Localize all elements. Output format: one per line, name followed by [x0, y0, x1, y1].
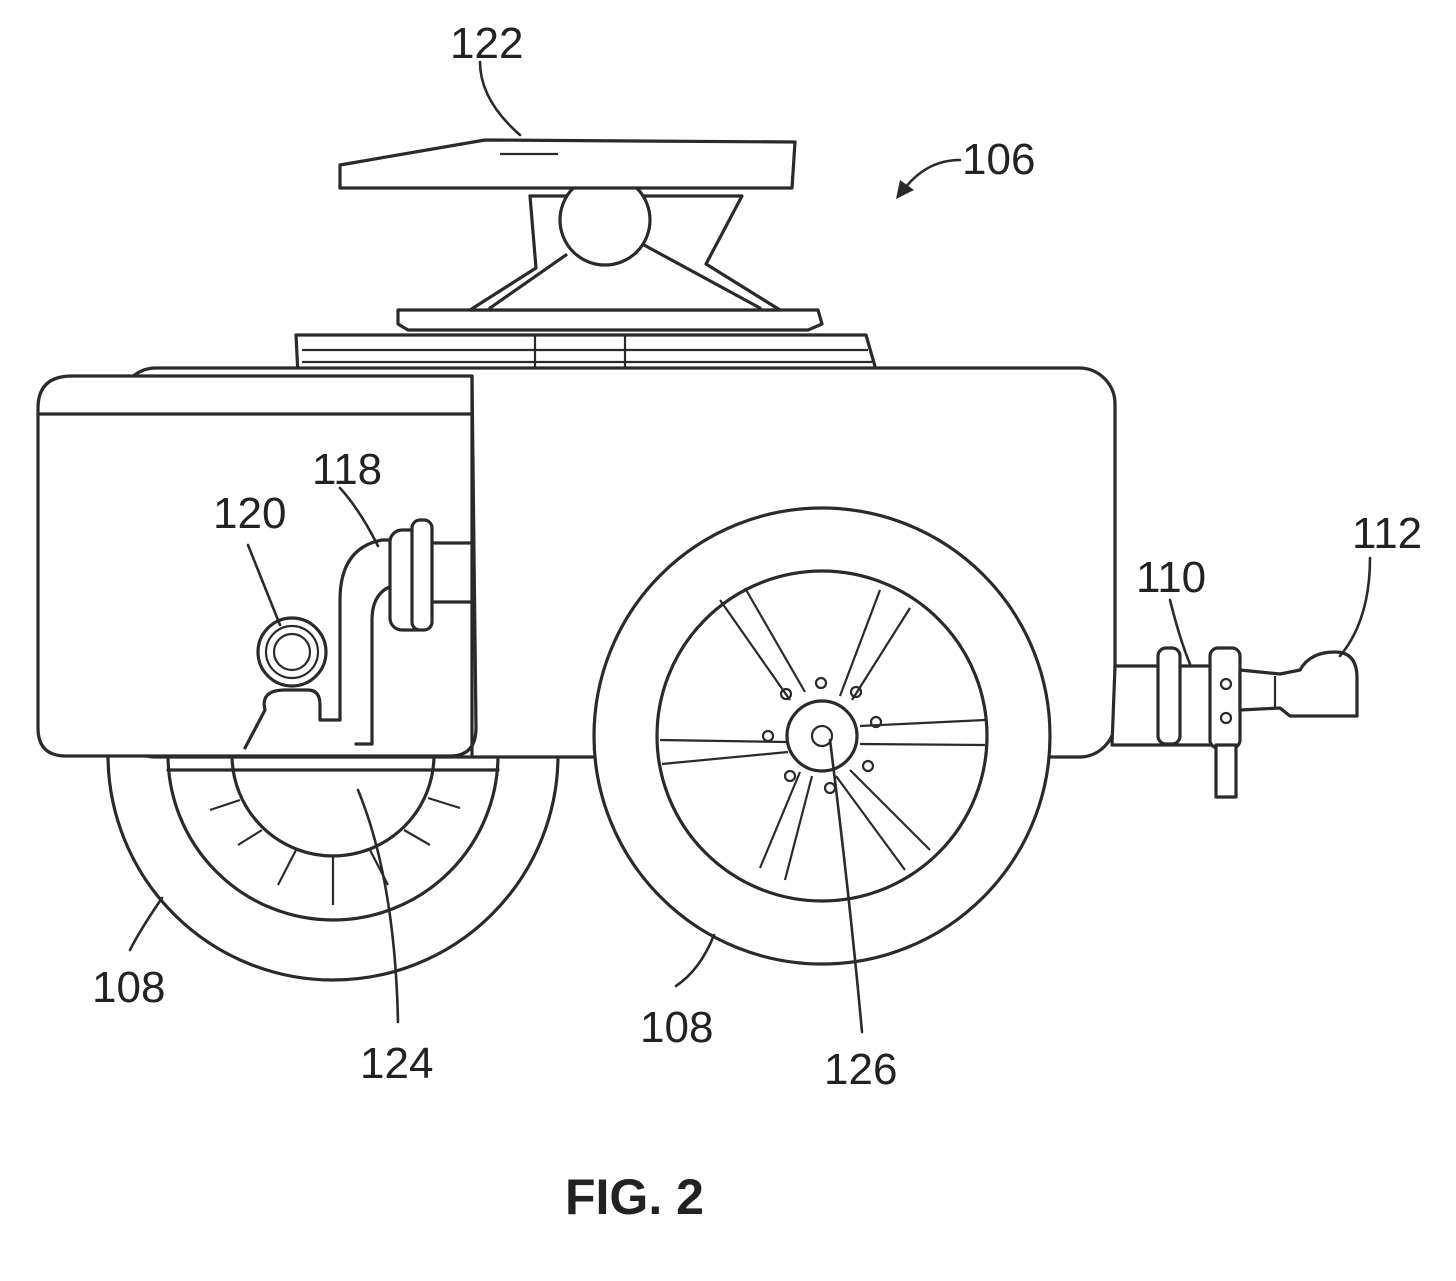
- label-122: 122: [450, 19, 523, 68]
- label-106: 106: [962, 135, 1035, 184]
- coupling-120: [256, 616, 328, 688]
- label-126: 126: [824, 1045, 897, 1094]
- leader-lines: [128, 60, 1372, 1034]
- hitch-112: [1238, 650, 1359, 718]
- label-118: 118: [312, 445, 382, 494]
- front-wheel: [592, 506, 1052, 966]
- seat-assembly: [294, 138, 878, 377]
- label-108-front: 108: [640, 1003, 713, 1052]
- label-110: 110: [1136, 553, 1206, 602]
- pipe-elbow-118: [243, 518, 474, 750]
- label-120: 120: [213, 489, 286, 538]
- label-124: 124: [360, 1039, 433, 1088]
- device-arrow: [896, 158, 962, 199]
- label-112: 112: [1352, 509, 1422, 558]
- rear-wheel: [106, 753, 560, 982]
- tow-shaft-110: [1110, 646, 1242, 799]
- figure-caption: FIG. 2: [565, 1169, 704, 1225]
- label-108-rear: 108: [92, 963, 165, 1012]
